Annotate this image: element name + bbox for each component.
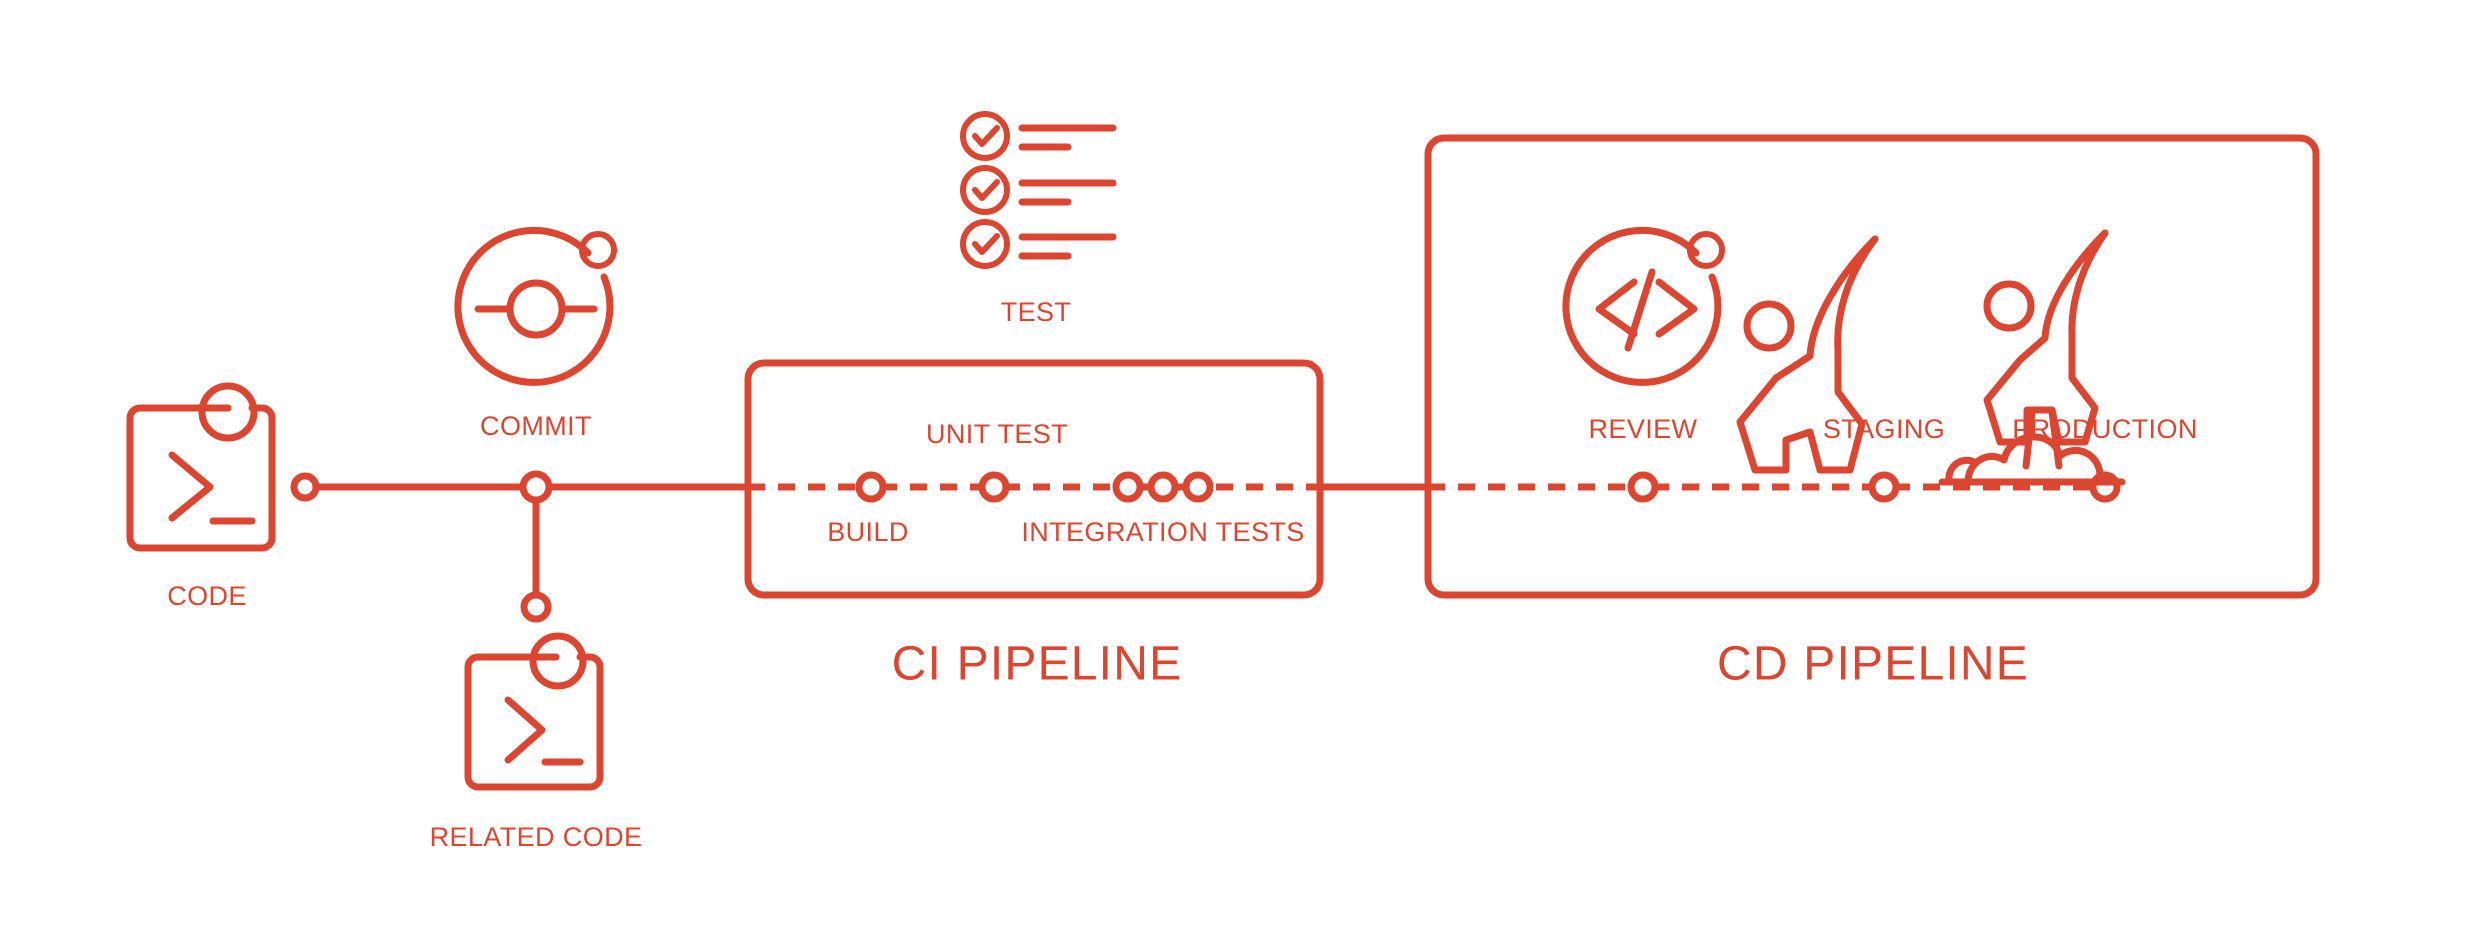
rocket-idle-icon — [1736, 235, 1879, 474]
node-integration-test-1[interactable] — [1112, 471, 1144, 503]
code-label: CODE — [167, 581, 247, 611]
integration-tests-label: INTEGRATION TESTS — [1021, 517, 1304, 547]
node-integration-test-3[interactable] — [1182, 471, 1214, 503]
checklist-icon — [960, 111, 1117, 269]
terminal-code-icon — [126, 382, 276, 552]
commit-orbit-icon — [454, 226, 617, 386]
production-label: PRODUCTION — [2012, 414, 2198, 444]
node-staging[interactable] — [1868, 471, 1900, 503]
review-label: REVIEW — [1589, 414, 1698, 444]
related-code-label: RELATED CODE — [430, 822, 643, 852]
cd-pipeline-box — [1424, 134, 2320, 599]
build-label: BUILD — [827, 517, 909, 547]
ci-pipeline-box — [744, 359, 1324, 599]
node-code-origin[interactable] — [290, 472, 320, 502]
ci-pipeline-title: CI PIPELINE — [892, 638, 1183, 691]
node-build[interactable] — [855, 471, 887, 503]
test-label: TEST — [1001, 297, 1072, 327]
node-integration-test-2[interactable] — [1147, 471, 1179, 503]
node-commit[interactable] — [519, 470, 553, 504]
commit-label: COMMIT — [480, 411, 592, 441]
unit-test-label: UNIT TEST — [926, 419, 1068, 449]
staging-label: STAGING — [1823, 414, 1945, 444]
node-unit-test[interactable] — [978, 471, 1010, 503]
rocket-launch-icon — [1938, 229, 2126, 486]
cd-pipeline-title: CD PIPELINE — [1717, 638, 2029, 691]
node-review[interactable] — [1627, 471, 1659, 503]
code-review-orbit-icon — [1562, 226, 1725, 386]
node-related-code[interactable] — [520, 591, 552, 623]
related-code-icon — [464, 632, 604, 791]
